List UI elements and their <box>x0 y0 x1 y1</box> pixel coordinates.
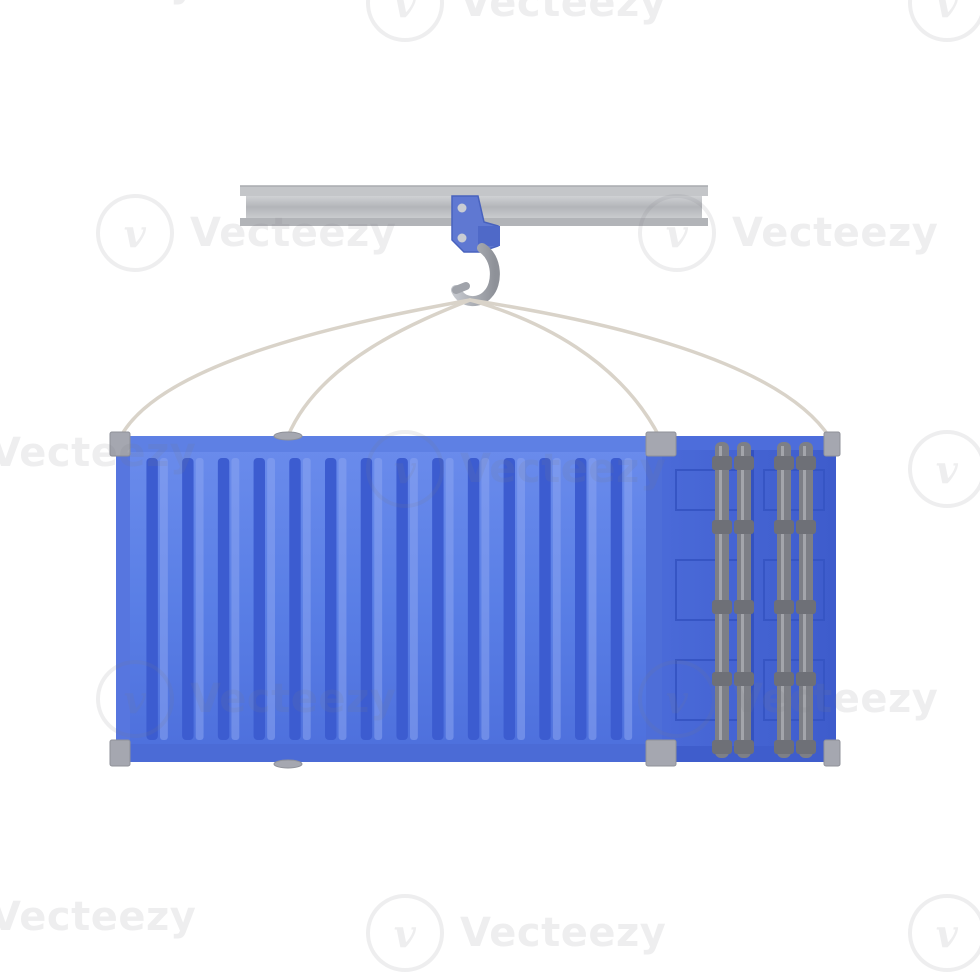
container-rib-highlight <box>231 458 240 740</box>
door-lock-bar <box>774 442 794 758</box>
door-lock-bar <box>712 442 732 758</box>
container-rib-highlight <box>195 458 204 740</box>
container-rib <box>182 458 194 740</box>
container-rib <box>289 458 301 740</box>
container-rib <box>217 458 230 740</box>
container-ribs <box>146 458 633 740</box>
container-rib-highlight <box>624 458 633 740</box>
container-rib <box>503 458 515 740</box>
container-rib <box>146 458 158 740</box>
container-rib-highlight <box>588 458 597 740</box>
container-rib-highlight <box>410 458 418 740</box>
door-lock-bars <box>712 442 816 758</box>
door-lock-bar <box>796 442 816 758</box>
container-rib <box>575 458 587 740</box>
container-rib-highlight <box>517 458 525 740</box>
door-lock-bar <box>734 442 754 758</box>
container-rib <box>432 458 444 740</box>
crane-hook <box>451 243 500 306</box>
container-rib-highlight <box>338 458 347 740</box>
container-rib-highlight <box>552 458 561 740</box>
container-rib-highlight <box>267 458 275 740</box>
container-rib <box>467 458 480 740</box>
container-rib <box>539 458 551 740</box>
hook-trolley <box>451 195 500 253</box>
container-rib <box>360 458 373 740</box>
container-rib-highlight <box>374 458 383 740</box>
container-rib <box>396 458 408 740</box>
container-rib-highlight <box>302 458 311 740</box>
container-doors <box>662 436 836 762</box>
container-long-side <box>116 436 662 762</box>
container-rib-highlight <box>445 458 454 740</box>
container-rib-highlight <box>481 458 490 740</box>
container-rib <box>253 458 265 740</box>
container-rib <box>325 458 337 740</box>
lifting-ropes <box>118 298 832 440</box>
container-rib <box>610 458 623 740</box>
corner-castings <box>109 431 841 769</box>
container-rib-highlight <box>160 458 168 740</box>
